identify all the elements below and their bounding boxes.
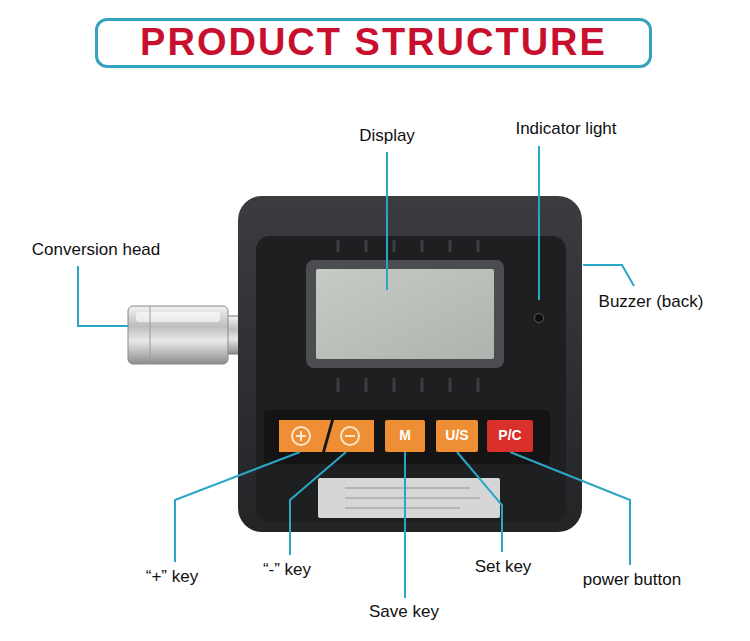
callout-label: Buzzer (back)	[599, 292, 704, 312]
set-key: U/S	[436, 420, 478, 452]
key-label: M	[399, 428, 411, 443]
device-body	[238, 196, 582, 532]
plus-key	[279, 420, 331, 452]
key-label: U/S	[445, 428, 468, 443]
callout-label: power button	[583, 570, 681, 590]
callout-label: Display	[359, 126, 415, 146]
callout-label: Indicator light	[515, 119, 616, 139]
leader-lines	[78, 146, 634, 598]
key-label: P/C	[498, 428, 521, 443]
title-text: PRODUCT STRUCTURE	[140, 22, 607, 64]
minus-key	[325, 420, 374, 452]
power-key: P/C	[487, 420, 533, 452]
title-box: PRODUCT STRUCTURE	[95, 18, 652, 68]
callout-label: “+” key	[146, 567, 198, 587]
callout-label: Conversion head	[32, 240, 161, 260]
callout-label: Set key	[475, 557, 532, 577]
callout-label: “-” key	[263, 560, 311, 580]
callout-label: Save key	[369, 602, 439, 622]
conversion-head	[128, 306, 246, 364]
save-key: M	[385, 420, 425, 452]
